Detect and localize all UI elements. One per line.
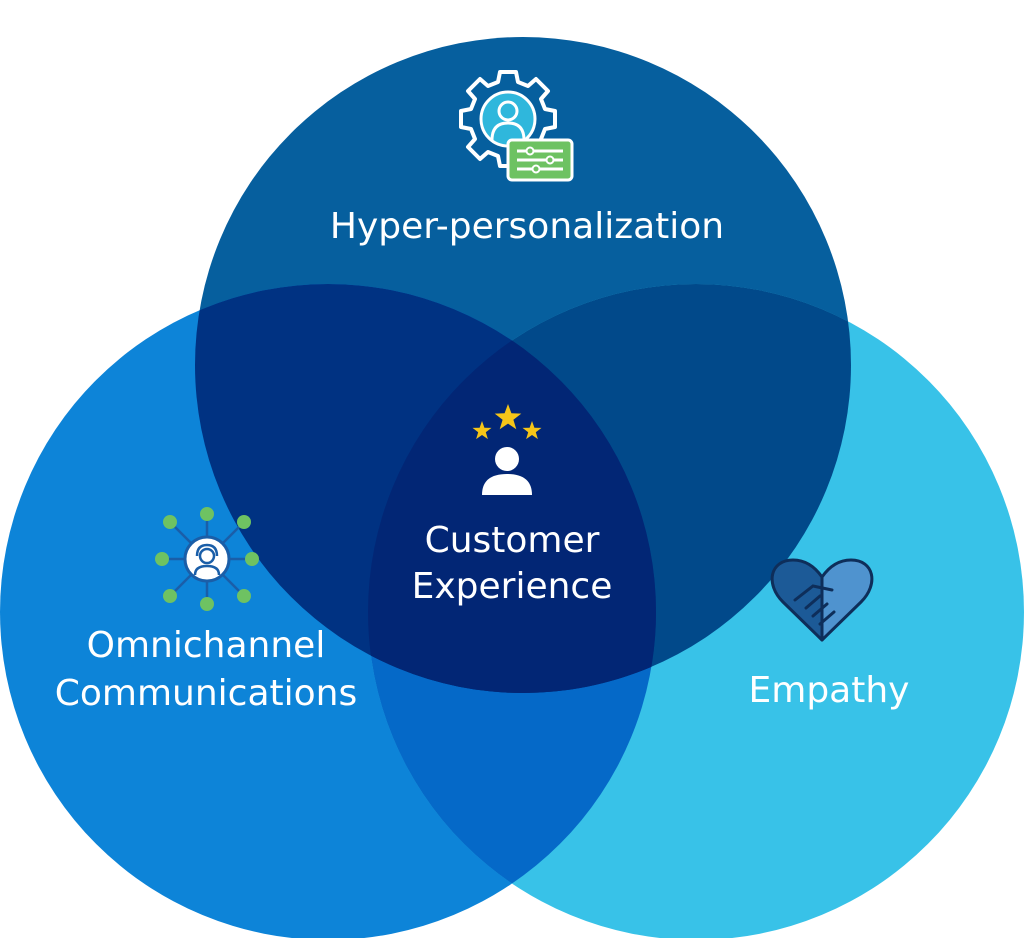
label-omnichannel-line2: Communications <box>55 673 358 714</box>
label-omnichannel-line1: Omnichannel <box>87 625 326 666</box>
handshake-heart-icon <box>770 558 874 642</box>
label-center-line1: Customer <box>425 520 600 561</box>
label-hyper-personalization: Hyper-personalization <box>330 206 724 247</box>
star-icon <box>472 404 542 440</box>
gear-person-settings-icon <box>459 70 574 182</box>
label-empathy: Empathy <box>749 670 910 711</box>
overlap-center <box>368 284 656 693</box>
label-center-line2: Experience <box>412 566 613 607</box>
rated-customer-icon <box>472 404 542 495</box>
omnichannel-network-icon <box>155 507 259 611</box>
